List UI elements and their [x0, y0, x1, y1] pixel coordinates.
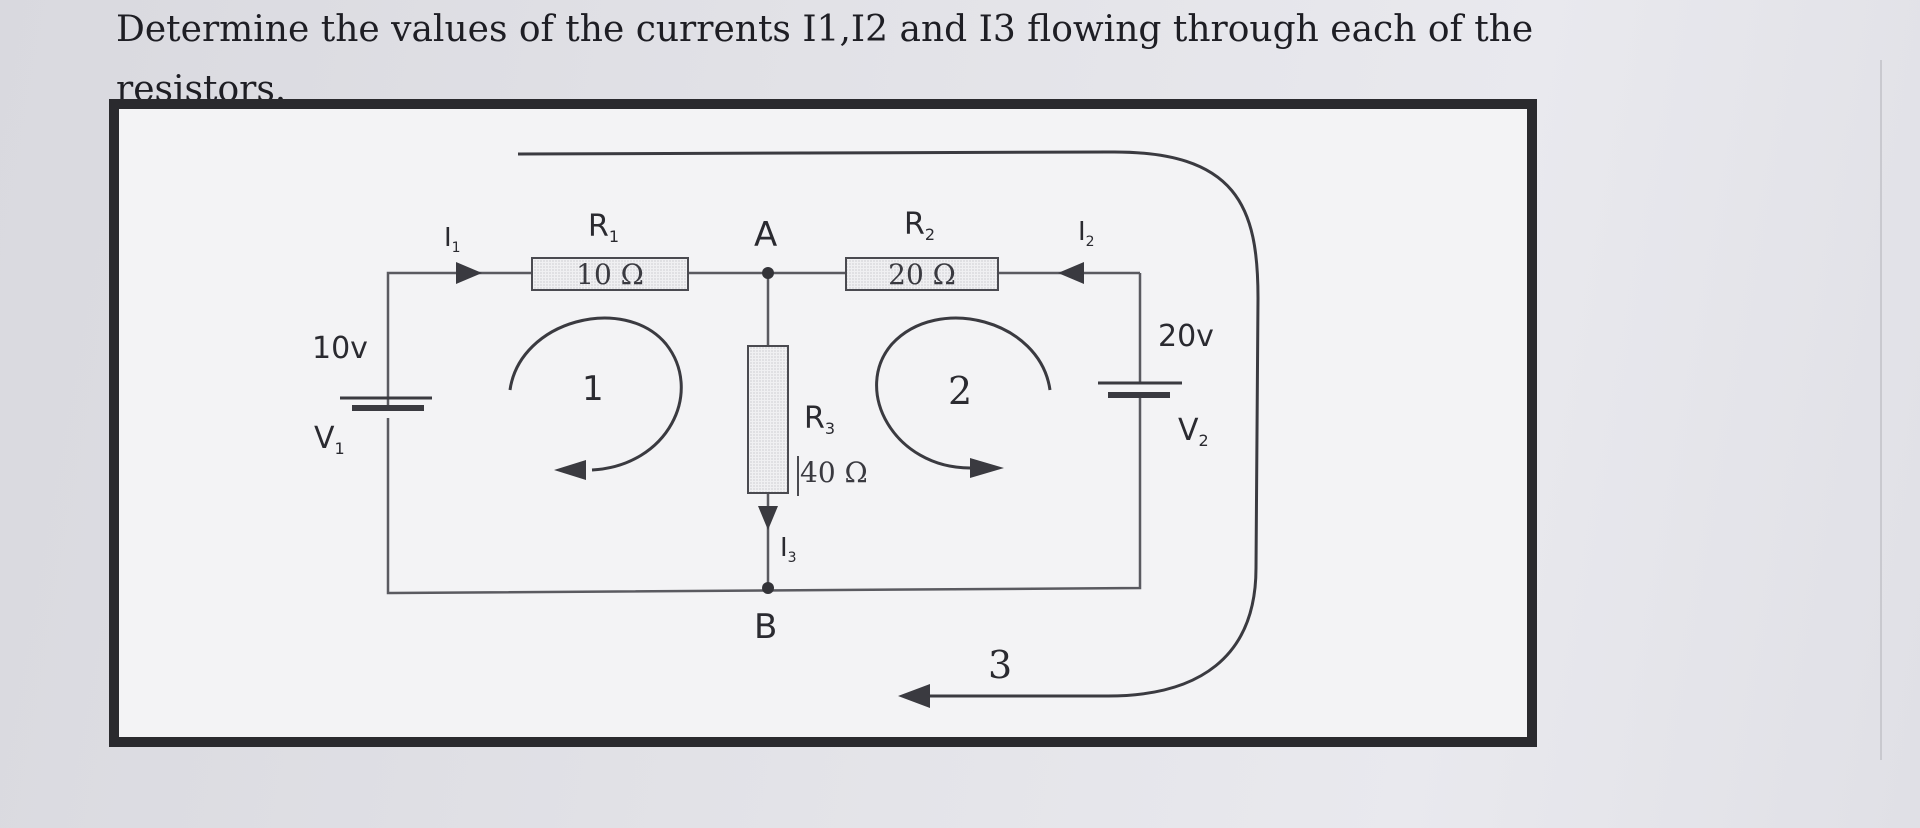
r2-value: 20 Ω — [888, 258, 956, 291]
loop-1-label: 1 — [582, 369, 604, 409]
loop-1-arc — [508, 316, 683, 472]
node-a-label: A — [754, 215, 777, 255]
circuit-svg: 10v V1 20v V2 10 Ω R1 20 Ω R2 R3 40 Ω — [109, 99, 1537, 747]
circuit-diagram: 10v V1 20v V2 10 Ω R1 20 Ω R2 R3 40 Ω — [108, 98, 1540, 750]
battery-v2 — [1098, 381, 1182, 398]
node-a-dot — [762, 267, 774, 279]
loop-3-arrowhead — [898, 684, 930, 708]
node-b-dot — [762, 582, 774, 594]
r3-name: R3 — [804, 401, 835, 438]
loop-2-label: 2 — [948, 369, 972, 413]
loop-1-arrowhead — [554, 460, 586, 480]
v2-name-label: V2 — [1178, 413, 1209, 450]
r3-value: 40 Ω — [800, 456, 868, 489]
loop-3-label: 3 — [988, 643, 1012, 687]
resistor-r3 — [747, 345, 789, 494]
loop-3-path — [517, 150, 1260, 698]
question-text: Determine the values of the currents I1,… — [116, 0, 1616, 120]
v1-voltage-label: 10v — [312, 331, 368, 366]
v2-voltage-label: 20v — [1158, 319, 1214, 354]
node-b-label: B — [754, 607, 777, 647]
diagram-border — [109, 99, 1537, 747]
i3-arrow — [758, 506, 778, 530]
i1-arrow — [456, 262, 482, 284]
loop-2-arc — [875, 316, 1052, 470]
loop-2-arrowhead — [970, 458, 1004, 478]
i2-label: I2 — [1078, 217, 1095, 250]
r2-name: R2 — [904, 207, 935, 244]
resistor-r1 — [531, 257, 689, 291]
i1-label: I1 — [444, 223, 461, 256]
resistor-r2 — [845, 257, 999, 291]
question-line-1: Determine the values of the currents I1,… — [116, 9, 1534, 50]
page-edge — [1880, 60, 1882, 760]
i2-arrow — [1058, 262, 1084, 284]
battery-v1 — [340, 396, 432, 411]
i3-label: I3 — [780, 533, 797, 566]
r1-value: 10 Ω — [576, 258, 644, 291]
r1-name: R1 — [588, 209, 619, 246]
v1-name-label: V1 — [314, 421, 345, 458]
